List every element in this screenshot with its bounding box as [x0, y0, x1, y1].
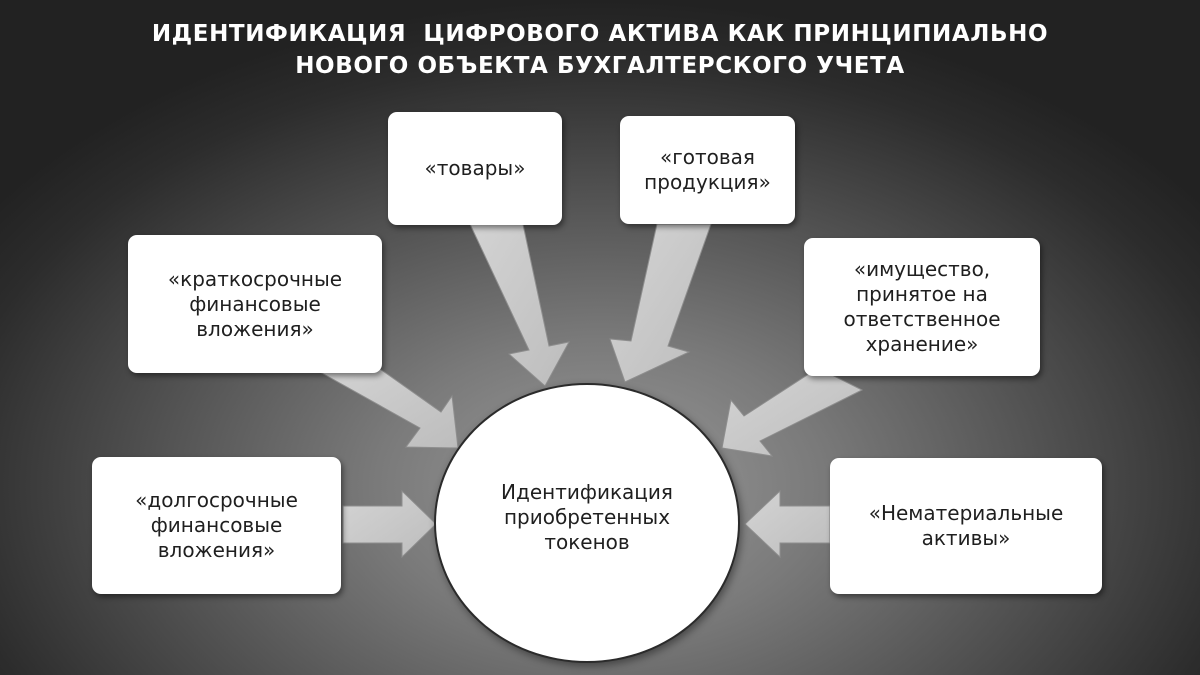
box-finished-products-label: «готовая продукция»: [644, 145, 771, 194]
box-short-term-investments-label: «краткосрочные финансовые вложения»: [167, 266, 343, 341]
center-circle: Идентификация приобретенных токенов: [434, 383, 740, 663]
box-finished-products: «готовая продукция»: [620, 116, 795, 224]
box-property-custody-label: «имущество, принятое на ответственное хр…: [843, 257, 1001, 356]
arrow-from-long-term-investments: [342, 489, 437, 559]
box-long-term-investments-label: «долгосрочные финансовые вложения»: [135, 488, 298, 562]
slide-title-line-1: ИДЕНТИФИКАЦИЯ ЦИФРОВОГО АКТИВА КАК ПРИНЦ…: [151, 21, 1049, 47]
box-intangible-assets: «Нематериальные активы»: [830, 458, 1102, 594]
arrow-from-short-term-investments: [318, 363, 459, 449]
arrow-from-intangible-assets: [744, 489, 831, 559]
slide-title-line-2: НОВОГО ОБЪЕКТА БУХГАЛТЕРСКОГО УЧЕТА: [295, 53, 905, 79]
box-long-term-investments: «долгосрочные финансовые вложения»: [92, 457, 341, 594]
box-intangible-assets-label: «Нематериальные активы»: [868, 501, 1064, 550]
box-short-term-investments: «краткосрочные финансовые вложения»: [128, 235, 382, 373]
box-goods-label: «товары»: [424, 156, 526, 180]
box-goods: «товары»: [388, 112, 562, 225]
box-property-custody: «имущество, принятое на ответственное хр…: [804, 238, 1040, 376]
arrow-from-goods: [468, 214, 570, 387]
arrow-from-finished-products: [609, 223, 712, 383]
slide-title: ИДЕНТИФИКАЦИЯ ЦИФРОВОГО АКТИВА КАК ПРИНЦ…: [0, 18, 1200, 82]
center-circle-label: Идентификация приобретенных токенов: [501, 479, 673, 554]
arrow-from-property-custody: [721, 367, 864, 457]
